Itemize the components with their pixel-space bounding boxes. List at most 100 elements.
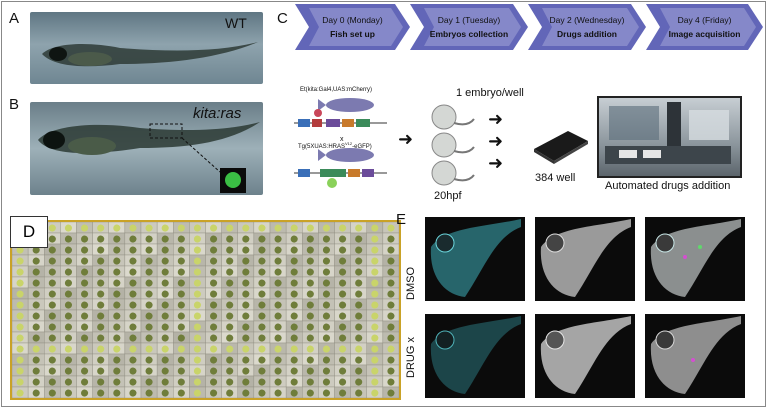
grid-well <box>108 320 126 333</box>
grid-well <box>318 375 335 388</box>
grid-well <box>76 353 93 366</box>
grid-well <box>156 287 174 300</box>
grid-well <box>221 276 238 289</box>
wt-fish-photo <box>30 12 263 84</box>
grid-well <box>269 309 287 322</box>
grid-well <box>237 331 255 344</box>
grid-well <box>269 353 287 366</box>
grid-well <box>44 265 61 278</box>
grid-well <box>350 309 367 322</box>
grid-well <box>237 265 255 278</box>
arrow-icon-2: ➜ <box>488 131 504 151</box>
grid-well <box>173 276 190 289</box>
grid-well <box>124 222 142 234</box>
grid-well <box>253 320 271 333</box>
grid-well <box>253 243 271 256</box>
grid-well <box>156 353 174 366</box>
grid-well <box>350 276 367 289</box>
grid-well <box>269 276 287 289</box>
grid-well <box>92 298 109 311</box>
grid-well <box>92 265 109 278</box>
grid-well <box>334 287 351 300</box>
timeline-step-1: Day 1 (Tuesday) Embryos collection <box>410 4 528 50</box>
timeline-day-0: Day 0 (Monday) <box>322 15 383 25</box>
grid-well <box>156 309 174 322</box>
grid-well <box>124 243 142 256</box>
grid-well <box>253 222 271 234</box>
grid-well <box>302 309 319 322</box>
grid-well <box>318 364 335 377</box>
construct-1-label: Et(kita:Gal4,UAS:mCherry) <box>300 87 373 93</box>
grid-well <box>269 222 287 234</box>
grid-well <box>253 342 271 355</box>
grid-well <box>318 222 335 234</box>
grid-well <box>140 309 158 322</box>
grid-well <box>140 276 158 289</box>
grid-well <box>253 287 271 300</box>
grid-well <box>205 232 222 245</box>
grid-well <box>27 265 45 278</box>
grid-well <box>221 364 238 377</box>
grid-well <box>108 309 126 322</box>
grid-well <box>156 222 174 234</box>
grid-well <box>27 386 45 398</box>
grid-well <box>269 243 287 256</box>
grid-well <box>302 232 319 245</box>
grid-well <box>237 222 255 234</box>
grid-well <box>76 222 93 234</box>
grid-well <box>237 254 255 267</box>
grid-well <box>350 265 367 278</box>
grid-well <box>92 222 109 234</box>
grid-well <box>350 254 367 267</box>
grid-well <box>12 331 29 344</box>
panel-d-label: D <box>10 216 48 248</box>
grid-well <box>44 320 61 333</box>
grid-well <box>318 342 335 355</box>
grid-well <box>173 364 190 377</box>
grid-well <box>124 386 142 398</box>
grid-well <box>27 276 45 289</box>
row-label-dmso: DMSO <box>405 267 417 300</box>
grid-well <box>140 287 158 300</box>
stage-label: 20hpf <box>434 190 462 202</box>
construct-diagram: x <box>294 98 387 188</box>
grid-well <box>140 232 158 245</box>
grid-well <box>189 243 206 256</box>
grid-well <box>382 265 399 278</box>
grid-well <box>156 364 174 377</box>
grid-well <box>382 243 399 256</box>
grid-well <box>253 265 271 278</box>
grid-well <box>382 309 399 322</box>
grid-well <box>350 232 367 245</box>
grid-well <box>124 254 142 267</box>
grid-well <box>285 353 303 366</box>
grid-well <box>140 243 158 256</box>
grid-well <box>108 386 126 398</box>
grid-well <box>124 364 142 377</box>
timeline-day-2: Day 2 (Wednesday) <box>549 15 625 25</box>
grid-well <box>44 353 61 366</box>
grid-well <box>366 309 384 322</box>
grid-well <box>302 353 319 366</box>
grid-well <box>173 375 190 388</box>
grid-well <box>173 342 190 355</box>
grid-well <box>221 232 238 245</box>
grid-well <box>221 254 238 267</box>
grid-well <box>269 254 287 267</box>
grid-well <box>318 276 335 289</box>
grid-well <box>285 375 303 388</box>
grid-well <box>189 375 206 388</box>
grid-well <box>318 232 335 245</box>
grid-well <box>269 298 287 311</box>
grid-well <box>269 232 287 245</box>
grid-well <box>382 276 399 289</box>
grid-well <box>12 386 29 398</box>
image-drug-gray <box>535 314 635 398</box>
grid-well <box>253 254 271 267</box>
grid-well <box>60 386 77 398</box>
embryo-per-well-label: 1 embryo/well <box>456 87 524 99</box>
grid-well <box>366 298 384 311</box>
grid-well <box>140 342 158 355</box>
grid-well <box>76 243 93 256</box>
embryos-drawing <box>431 104 475 186</box>
